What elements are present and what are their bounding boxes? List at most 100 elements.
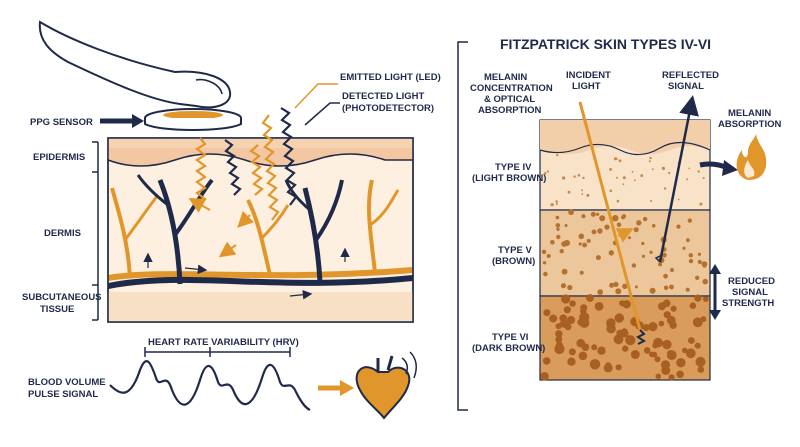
melanin-granule [663,285,669,291]
melanin-granule [631,263,637,268]
melanin-granule [568,348,576,356]
melanin-granule [682,246,686,250]
emitted-light-text: EMITTED LIGHT (LED) [340,72,441,83]
melanin-granule [554,343,565,355]
melanin-granule [550,203,554,207]
hrv-label: HEART RATE VARIABILITY (HRV) [148,337,299,348]
melanin-granule [687,218,692,223]
melanin-granule [540,372,549,381]
melanin-granule [556,334,562,341]
melanin-granule [595,255,601,261]
melanin-granule [642,324,650,332]
melanin-granule [606,324,616,334]
ppg-sensor-device [144,108,242,131]
melanin-granule [686,238,690,243]
melanin-granule [563,239,571,247]
light-waves [188,107,298,258]
melanin-granule [597,289,604,295]
skin-type-stack [539,119,711,381]
melanin-granule [579,270,584,275]
ppg-sensor-pointer [100,114,144,128]
melanin-granule [541,249,547,255]
melanin-granule [649,250,653,254]
melanin-granule [695,275,700,280]
melanin-granule [546,170,550,173]
melanin-granule [669,284,674,290]
melanin-granule [612,215,619,222]
melanin-granule [586,193,590,197]
heart-icon [355,351,417,420]
melanin-granule [613,157,618,161]
arrow-to-heart [318,380,354,396]
melanin-granule [636,220,642,226]
melanin-granule [543,271,548,277]
melanin-granule [663,187,667,190]
type-iv-label: TYPE IV (LIGHT BROWN) [472,162,546,184]
melanin-granule [564,224,568,227]
melanin-granule [582,176,585,180]
melanin-granule [694,294,702,302]
melanin-granule [666,315,676,325]
melanin-granule [555,223,561,228]
right-panel-bracket [457,41,468,411]
melanin-granule [622,183,625,186]
melanin-granule [569,300,576,307]
melanin-granule [658,320,665,327]
melanin-granule [670,305,677,312]
melanin-granule [564,323,572,331]
melanin-granule [685,287,690,292]
melanin-granule [597,346,606,355]
melanin-granule [567,190,571,194]
melanin-granule [542,357,551,365]
melanin-granule [688,253,693,258]
melanin-granule [648,160,651,163]
melanin-granule [654,356,661,363]
melanin-granule [578,351,588,361]
melanin-granule [676,224,681,229]
melanin-granule [688,258,694,264]
melanin-granule [546,254,551,258]
flame-icon [736,134,767,180]
melanin-granule [641,254,646,258]
melanin-granule [586,238,591,243]
melanin-absorption-label: MELANIN ABSORPTION [718,108,781,130]
melanin-granule [662,299,671,308]
melanin-granule [616,222,622,228]
melanin-granule [697,170,700,173]
emitted-light-label: EMITTED LIGHT (LED) [294,72,441,109]
melanin-granule [590,211,596,217]
melanin-granule [688,337,695,344]
melanin-granule [597,228,603,234]
melanin-granule [578,242,582,246]
hrv-bracket [144,347,291,357]
melanin-granule [561,294,571,304]
layer-bracket [92,141,99,321]
incident-light-label: INCIDENT LIGHT [566,70,614,92]
detected-light-text: DETECTED LIGHT (PHOTODETECTOR) [342,91,434,114]
melanin-granule [668,374,675,381]
melanin-granule [556,234,561,240]
melanin-granule [589,359,601,370]
melanin-granule [622,176,626,180]
melanin-granule [591,229,597,235]
melanin-granule [700,316,707,323]
melanin-granule [563,306,571,314]
melanin-granule [581,214,586,219]
melanin-granule [699,202,703,206]
melanin-granule [616,176,618,179]
melanin-granule [697,259,702,265]
melanin-absorption-arrow [699,160,738,176]
melanin-granule [580,308,587,315]
finger-icon [38,20,232,109]
melanin-granule [663,311,671,319]
melanin-granule [702,278,708,285]
melanin-granule [581,189,583,192]
melanin-granule [695,356,706,367]
bvp-label: BLOOD VOLUME PULSE SIGNAL [28,377,108,400]
melanin-granule [591,344,598,351]
melanin-granule [618,159,622,163]
melanin-granule [689,302,697,310]
melanin-granule [556,227,560,231]
melanin-granule [622,345,629,352]
